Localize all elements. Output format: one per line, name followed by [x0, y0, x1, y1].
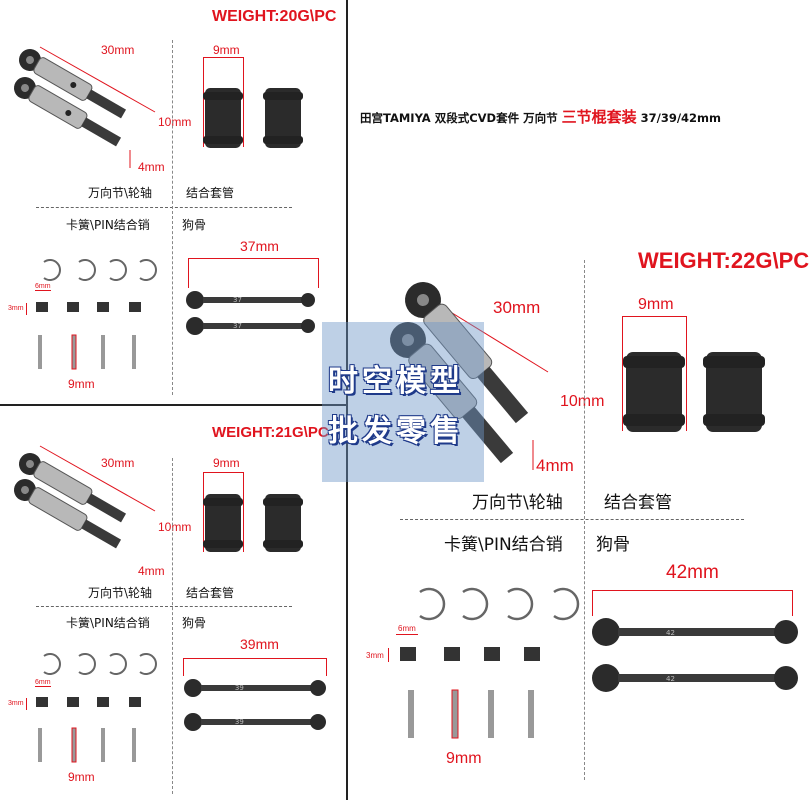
weight-label: WEIGHT:21G\PC [212, 424, 329, 441]
dogbone-1: 39 [184, 679, 326, 697]
label-dogbone: 狗骨 [596, 535, 630, 555]
dogbone-2: 39 [184, 713, 326, 731]
tube-1 [203, 494, 243, 552]
axle-shafts-image [13, 46, 156, 168]
dim-pin: 9mm [446, 750, 482, 767]
dim-pin: 9mm [68, 377, 95, 391]
tube-2 [263, 494, 303, 552]
dashed-vertical [584, 260, 585, 780]
dim-dogbone: 39mm [240, 636, 279, 652]
headline-sizes: 37/39/42mm [640, 111, 722, 125]
dogbone-1: 37 [186, 291, 315, 309]
dim-axle-tip: 4mm [138, 564, 165, 578]
label-axle: 万向节\轮轴 [88, 586, 153, 600]
label-tube: 结合套管 [186, 186, 235, 200]
dim-tube-height: 10mm [158, 115, 192, 129]
dogbones-image: 42 42 [592, 590, 798, 692]
tube-1 [623, 352, 685, 432]
dim-dogbone: 37mm [240, 238, 279, 254]
dim-axle-length: 30mm [493, 298, 541, 317]
watermark-line2: 批发零售 [328, 414, 464, 449]
label-dogbone: 狗骨 [182, 616, 207, 630]
dim-tube-height: 10mm [560, 393, 605, 410]
label-clip-pin: 卡簧\PIN结合销 [66, 616, 150, 630]
axle-shafts-image [13, 445, 156, 549]
label-clip-pin: 卡簧\PIN结合销 [444, 535, 563, 555]
vertical-divider [346, 0, 348, 800]
dim-axle-tip: 4mm [536, 456, 574, 475]
dim-pin: 9mm [68, 770, 95, 784]
label-axle: 万向节\轮轴 [472, 493, 563, 513]
panel-42: WEIGHT:22G\PC 30mm 4mm 9mm 10m [348, 0, 809, 800]
horizontal-divider [0, 404, 346, 406]
tube-2 [263, 88, 303, 148]
panel-39: WEIGHT:21G\PC 30mm 4mm 9mm 10mm 万向 [0, 406, 346, 800]
watermark-line1: 时空模型 [328, 364, 464, 399]
axle-shafts-image [390, 282, 549, 470]
dim-block-h: 3mm [366, 651, 384, 660]
weight-label: WEIGHT:20G\PC [212, 8, 337, 25]
dim-tube-height: 10mm [158, 520, 192, 534]
dim-block-h: 3mm [8, 700, 24, 707]
panel-37: WEIGHT:20G\PC 30mm 4mm [0, 0, 346, 404]
dim-axle-length: 30mm [101, 43, 135, 57]
dashed-vertical [172, 40, 173, 395]
dogbone-mark: 39 [235, 684, 244, 692]
dogbone-mark: 39 [235, 718, 244, 726]
dogbone-mark: 37 [233, 296, 242, 304]
label-clip-pin: 卡簧\PIN结合销 [66, 218, 150, 232]
clips-pins-image [26, 259, 157, 370]
shop-watermark: 时空模型 批发零售 [322, 322, 484, 482]
dim-tube-width: 9mm [213, 456, 240, 470]
dim-tube-width: 9mm [638, 296, 674, 313]
label-tube: 结合套管 [604, 493, 672, 513]
dim-axle-length: 30mm [101, 456, 135, 470]
dashed-separator [36, 606, 292, 607]
dim-block: 6mm [35, 679, 51, 686]
clips-pins-image [26, 653, 157, 763]
dim-dogbone: 42mm [666, 562, 719, 583]
headline-highlight: 三节棍套装 [561, 108, 637, 126]
dogbones-image: 37 37 [186, 258, 319, 335]
clips-pins-image [388, 587, 580, 739]
dim-block: 6mm [35, 283, 51, 290]
dashed-vertical [172, 458, 173, 794]
dim-block-h: 3mm [8, 305, 24, 312]
dogbone-mark: 42 [666, 675, 675, 683]
dogbone-mark: 42 [666, 629, 675, 637]
dim-axle-tip: 4mm [138, 160, 165, 174]
dashed-separator [400, 519, 744, 520]
label-tube: 结合套管 [186, 586, 235, 600]
dashed-separator [36, 207, 292, 208]
dogbone-1: 42 [592, 618, 798, 646]
dim-tube-width: 9mm [213, 43, 240, 57]
dogbone-mark: 37 [233, 322, 242, 330]
tube-2 [703, 352, 765, 432]
label-dogbone: 狗骨 [182, 218, 207, 232]
dogbone-2: 42 [592, 664, 798, 692]
weight-label: WEIGHT:22G\PC [638, 248, 809, 273]
dogbones-image: 39 39 [183, 658, 327, 731]
label-axle: 万向节\轮轴 [88, 186, 153, 200]
product-headline: 田宫TAMIYA 双段式CVD套件 万向节 三节棍套装 37/39/42mm [360, 106, 721, 127]
coupling-tubes-image [203, 472, 303, 552]
coupling-tubes-image [622, 316, 765, 432]
coupling-tubes-image [203, 57, 303, 148]
tube-1 [203, 88, 243, 148]
headline-main: 田宫TAMIYA 双段式CVD套件 万向节 [360, 111, 558, 125]
dim-block: 6mm [398, 624, 416, 633]
dogbone-2: 37 [186, 317, 315, 335]
